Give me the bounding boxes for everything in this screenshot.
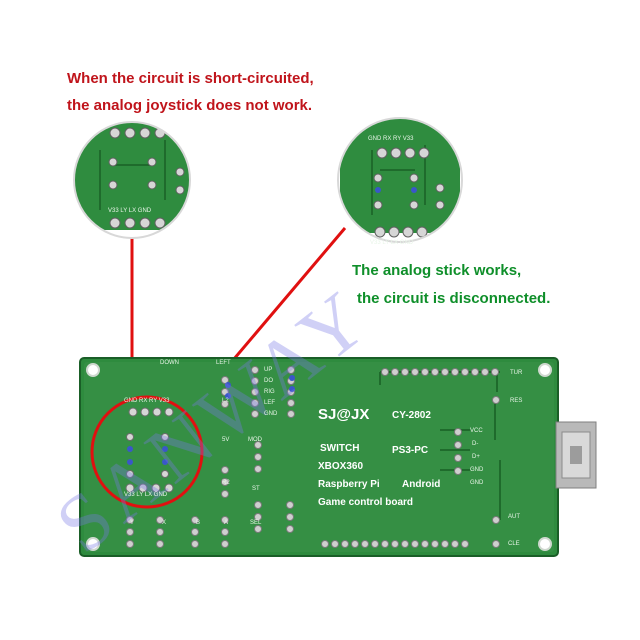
board-platform-android: Android bbox=[402, 479, 441, 490]
silk-a: A bbox=[224, 520, 229, 526]
board-description: Game control board bbox=[318, 497, 414, 508]
short-circuit-caption-line1: When the circuit is short-circuited, bbox=[67, 70, 314, 87]
short-circuit-caption-line2: the analog joystick does not work. bbox=[67, 97, 313, 114]
silk-cle: CLE bbox=[508, 541, 520, 547]
silk-dminus: D- bbox=[472, 441, 479, 447]
board-header-top-label: GND RX RY V33 bbox=[124, 398, 170, 404]
zoom-disconnected bbox=[338, 118, 462, 242]
silk-up: UP bbox=[264, 367, 273, 373]
silk-mod: MOD bbox=[248, 437, 262, 443]
silk-vcc: VCC bbox=[470, 428, 483, 434]
silk-b: B bbox=[196, 520, 201, 526]
works-caption-line1: The analog stick works, bbox=[352, 262, 522, 279]
zoom-header-top-label: GND RX RY V33 bbox=[368, 136, 414, 142]
silk-res: RES bbox=[510, 398, 523, 404]
board-model: CY-2802 bbox=[392, 410, 431, 421]
works-caption-line2: the circuit is disconnected. bbox=[357, 290, 551, 307]
silk-down: DOWN bbox=[160, 360, 179, 366]
silk-dplus: D+ bbox=[472, 454, 480, 460]
silk-y: Y bbox=[130, 520, 135, 526]
silk-x: X bbox=[162, 520, 167, 526]
zoom-left-header-bottom-label: V33 LY LX GND bbox=[108, 208, 152, 214]
silk-l2: L2 bbox=[222, 398, 229, 404]
silk-sel: SEL bbox=[250, 520, 262, 526]
silk-gnd1: GND bbox=[470, 467, 484, 473]
silk-r2: R2 bbox=[222, 480, 230, 486]
pcb-board bbox=[79, 357, 597, 557]
silk-aut: AUT bbox=[508, 514, 520, 520]
silk-gnd2: GND bbox=[470, 480, 484, 486]
board-joystick-header bbox=[125, 407, 174, 493]
pcb-pads bbox=[126, 366, 500, 548]
highlight-circle-board bbox=[90, 395, 204, 509]
board-brand: SJ@JX bbox=[318, 406, 370, 423]
silk-rig: RIG bbox=[264, 389, 275, 395]
silk-tur: TUR bbox=[510, 370, 523, 376]
zoom-short-circuited bbox=[74, 122, 190, 238]
blue-components bbox=[127, 375, 295, 465]
board-platform-xbox: XBOX360 bbox=[318, 461, 364, 472]
silk-gnd3: GND bbox=[264, 411, 278, 417]
silk-st: ST bbox=[252, 486, 260, 492]
board-platform-switch: SWITCH bbox=[320, 443, 360, 454]
board-platform-ps3pc: PS3-PC bbox=[392, 445, 429, 456]
silk-do: DO bbox=[264, 378, 273, 384]
board-platform-rpi: Raspberry Pi bbox=[318, 479, 380, 490]
silk-5v: 5V bbox=[222, 437, 230, 443]
board-header-bottom-label: V33 LY LX GND bbox=[124, 492, 168, 498]
zoom-header-bottom-label: V33 LY LX GND bbox=[370, 240, 414, 246]
silk-left: LEFT bbox=[216, 360, 231, 366]
silk-lef: LEF bbox=[264, 400, 276, 406]
